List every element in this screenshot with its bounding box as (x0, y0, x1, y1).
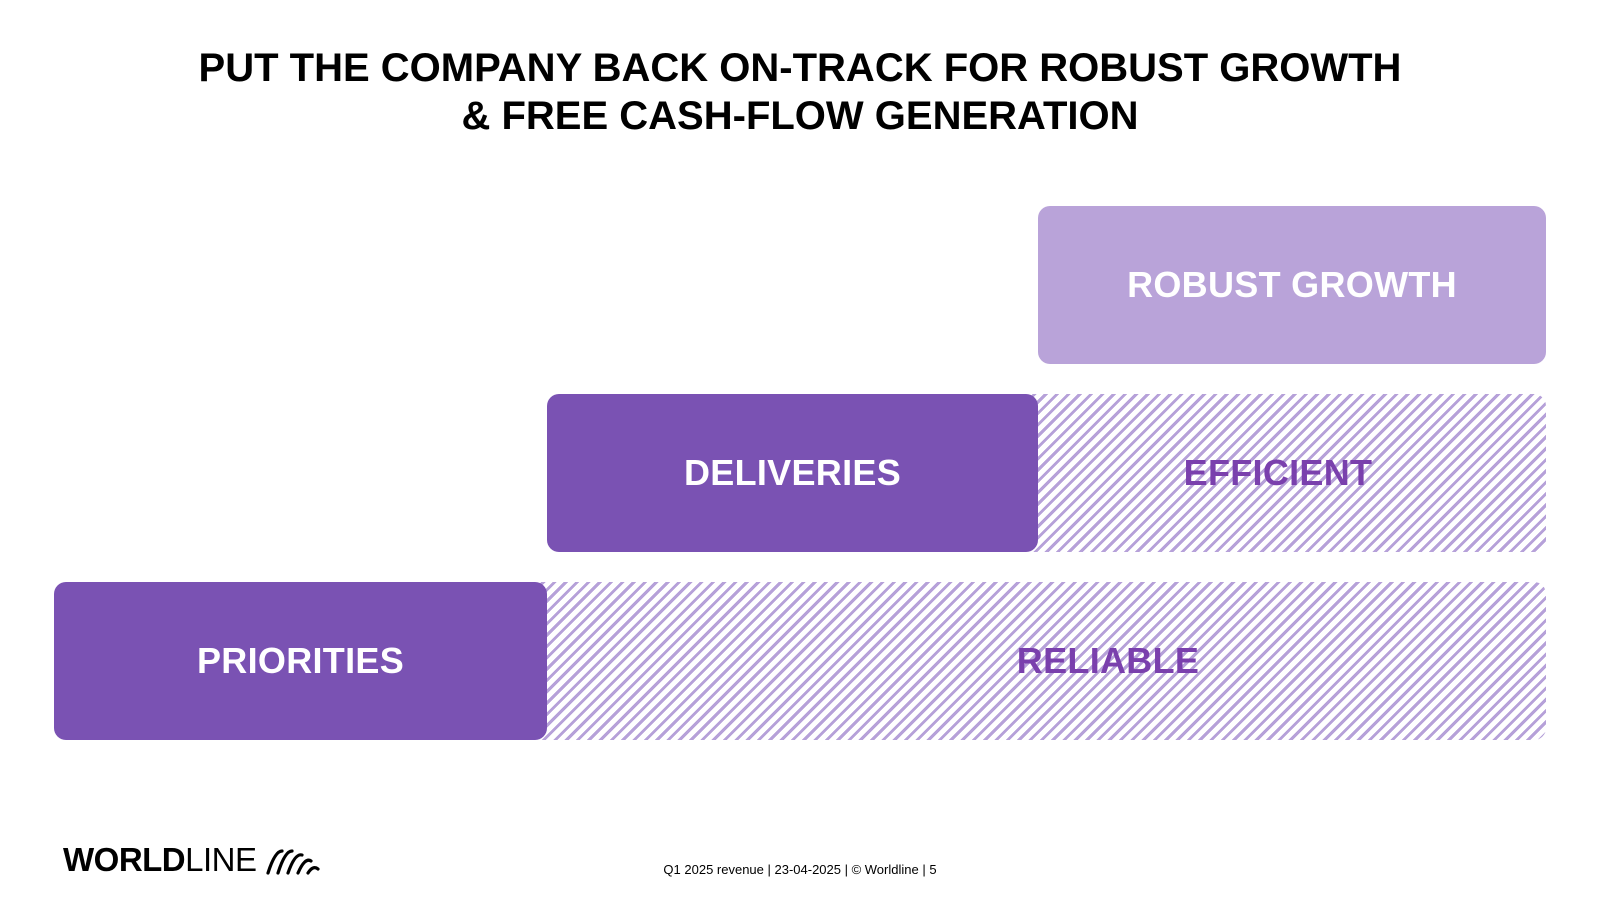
reliable-label: RELIABLE (1016, 640, 1200, 681)
priorities-block: PRIORITIES (54, 582, 547, 740)
worldline-logo: WORLDLINE (63, 841, 321, 879)
logo-word-light: LINE (185, 841, 257, 878)
priorities-label: PRIORITIES (196, 640, 405, 681)
reliable-block: RELIABLE (530, 582, 1546, 740)
footer-text: Q1 2025 revenue | 23-04-2025 | © Worldli… (663, 862, 937, 877)
logo-word-bold: WORLD (63, 841, 186, 878)
worldline-waves-icon (265, 849, 320, 875)
logo-wordmark: WORLDLINE (63, 841, 257, 879)
deliveries-block: DELIVERIES (547, 394, 1038, 552)
deliveries-label: DELIVERIES (683, 452, 902, 493)
robust-growth-block: ROBUST GROWTH (1038, 206, 1546, 364)
efficient-label: EFFICIENT (1183, 452, 1373, 493)
robust-growth-label: ROBUST GROWTH (1127, 264, 1457, 305)
page-title: PUT THE COMPANY BACK ON-TRACK FOR ROBUST… (0, 44, 1600, 140)
title-line-1: PUT THE COMPANY BACK ON-TRACK FOR ROBUST… (198, 46, 1402, 90)
efficient-block: EFFICIENT (1010, 394, 1546, 552)
title-line-2: & FREE CASH-FLOW GENERATION (461, 94, 1139, 138)
